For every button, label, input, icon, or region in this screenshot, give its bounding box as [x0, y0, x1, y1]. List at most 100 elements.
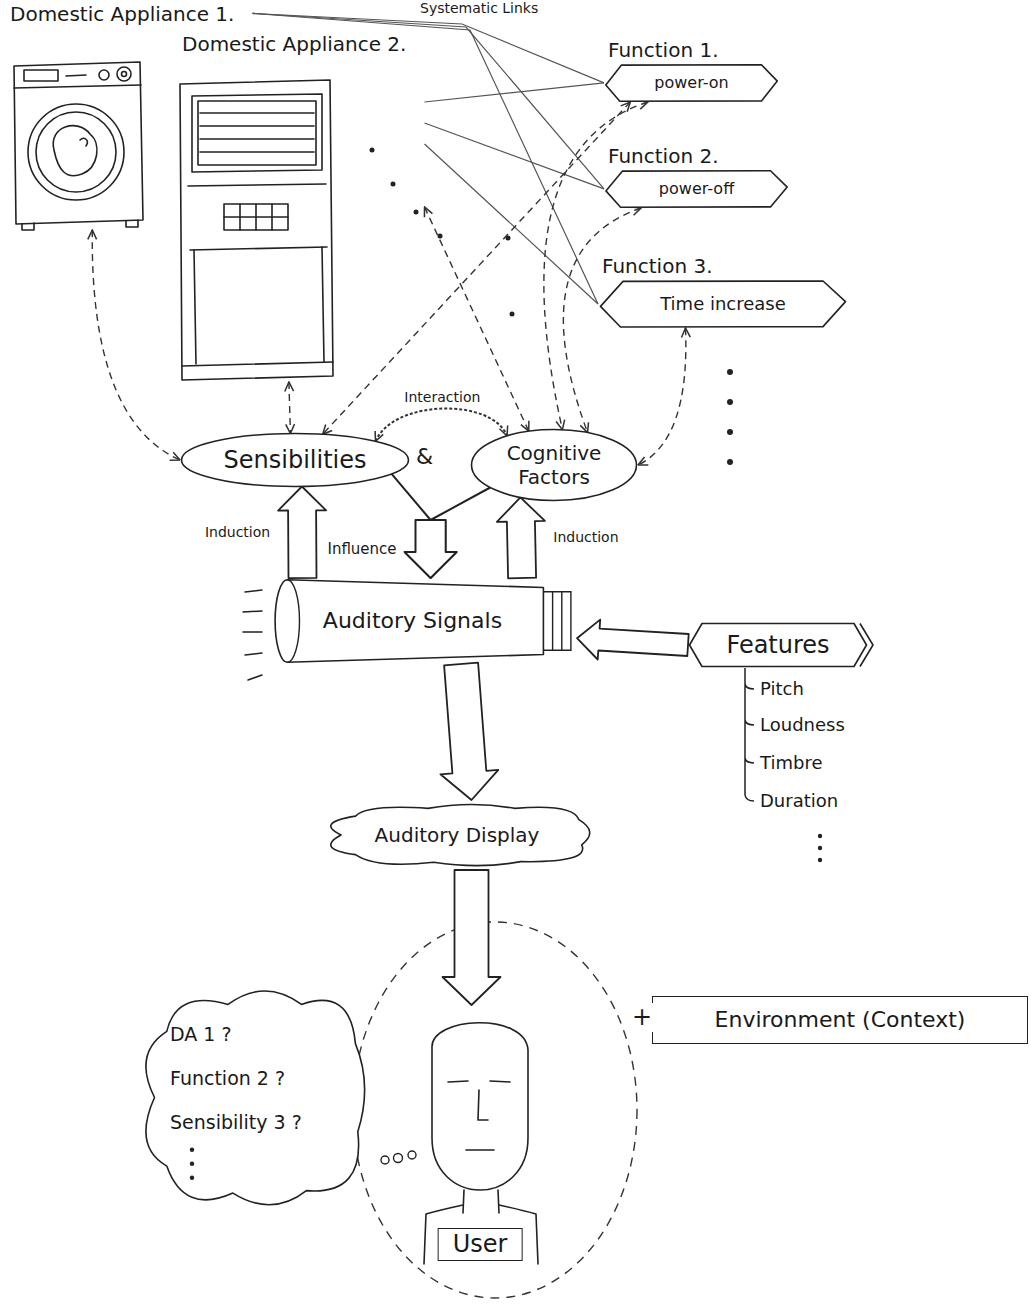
sound-dash [243, 631, 262, 633]
ellipsis-dot [190, 1162, 194, 1166]
appliance-title: Domestic Appliance 1. [6, 2, 238, 26]
connector [440, 663, 498, 800]
influence-line [392, 474, 431, 520]
interaction-link [376, 408, 508, 441]
label-text: & [414, 444, 435, 470]
edge-label: Influence [325, 540, 398, 558]
label-text: Timbre [758, 752, 824, 774]
dot [727, 459, 733, 465]
block-arrow [405, 520, 457, 578]
edge-label: Induction [203, 524, 272, 541]
function-title: Function 1. [604, 36, 723, 64]
systematic-link [425, 144, 599, 304]
function-node: Function 1.power-on [604, 36, 779, 102]
dot [391, 182, 396, 187]
dashed-link [638, 328, 686, 465]
sound-dash [248, 675, 262, 680]
systematic-link [253, 13, 599, 304]
user-figure: User [395, 1005, 565, 1267]
dot [438, 234, 443, 239]
function-shape: Time increase [598, 280, 848, 328]
ellipse-outline [472, 430, 637, 501]
systematic-link [425, 123, 605, 189]
connector [425, 144, 599, 304]
dashed-link [289, 382, 291, 434]
function-name: power-off [659, 179, 734, 198]
user-mouth [466, 1149, 494, 1151]
node-text: Sensibilities [224, 446, 367, 475]
cyl-outline [275, 580, 543, 663]
washer-slot [66, 75, 86, 76]
thought-dot [394, 1154, 403, 1163]
function-node: Function 3.Time increase [598, 252, 848, 328]
connector [289, 382, 291, 434]
washer-door-glass [36, 112, 116, 192]
user-shoulders [424, 1205, 538, 1264]
hexagon-double-edge [860, 624, 873, 667]
block-arrow [405, 520, 457, 578]
label-text: Loudness [758, 714, 847, 736]
thought-dot [381, 1156, 389, 1164]
connector [577, 620, 689, 660]
block-arrow [443, 870, 501, 1005]
connector [405, 488, 491, 579]
washer-display [24, 70, 58, 81]
ac-louvers [200, 113, 314, 152]
user-head [432, 1023, 528, 1190]
label-text: + [630, 1003, 654, 1032]
display-cloud: Auditory Display [312, 800, 602, 870]
ac-side-lines [194, 247, 324, 364]
washer-knob [117, 67, 131, 81]
thought-dot [408, 1151, 416, 1159]
dot [727, 399, 733, 405]
washer-laundry [53, 126, 97, 176]
connector [92, 230, 180, 460]
dashed-link [92, 230, 180, 460]
connector [392, 474, 457, 578]
appliance-title: Domestic Appliance 2. [178, 32, 410, 56]
features-hexagon: Features [688, 622, 868, 668]
connector [425, 83, 605, 102]
sound-dashes [243, 590, 262, 680]
diamond-outline [601, 281, 846, 327]
function-shape: power-on [604, 64, 779, 102]
node-text: Cognitive Factors [507, 441, 602, 489]
connector [443, 870, 501, 1005]
connector [376, 408, 508, 441]
diamond-outline [606, 171, 787, 207]
sound-dash [245, 653, 262, 655]
label-text: Systematic Links [418, 0, 540, 17]
connector [278, 487, 326, 579]
user-eyes [448, 1081, 510, 1082]
dot [818, 846, 822, 850]
dot [727, 429, 733, 435]
edge-label: Induction [551, 529, 620, 546]
text-area: Auditory Signals [272, 578, 577, 664]
user-figure-drawing [424, 1023, 538, 1264]
ac-seam [190, 247, 327, 250]
function-title: Function 2. [604, 142, 723, 170]
washer-button [99, 70, 109, 80]
hexagon-outline [690, 624, 867, 667]
ellipse-outline [182, 434, 409, 487]
washing-machine [14, 62, 143, 230]
sound-dash [243, 611, 262, 612]
air-conditioner [180, 80, 333, 380]
edge-label: Interaction [402, 389, 482, 406]
ellipsis-dot [190, 1176, 194, 1180]
washer-body [14, 62, 143, 224]
block-arrow [577, 620, 689, 660]
function-node: Function 2. power-off [604, 142, 789, 208]
washer-panel-line [14, 85, 141, 88]
node-text: Auditory Signals [323, 608, 502, 634]
continuation-dots [370, 148, 823, 863]
ac-base [182, 362, 333, 366]
thought-dots [381, 1151, 416, 1164]
washer-laundry-fold [80, 138, 87, 146]
thought-text: Function 2 ? [170, 1067, 285, 1090]
washer-knob-center [122, 72, 127, 77]
feature-tree [745, 668, 754, 801]
ac-seam [188, 184, 326, 186]
connector [323, 102, 631, 434]
